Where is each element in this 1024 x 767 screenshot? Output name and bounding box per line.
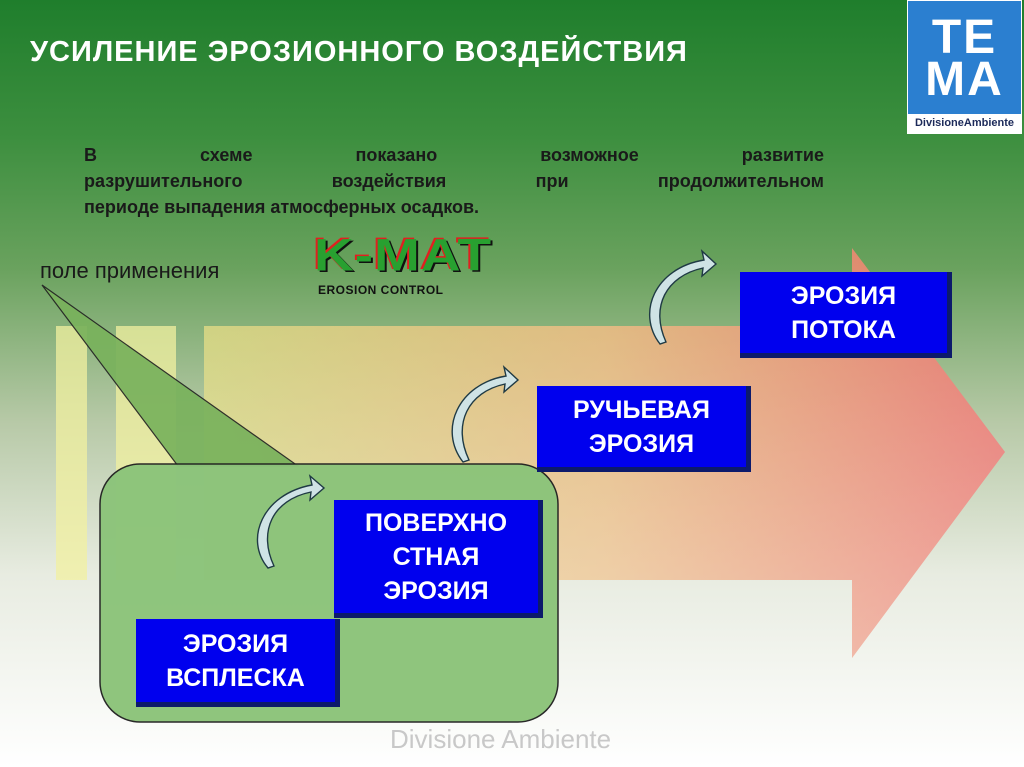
logo-line-2: MA — [925, 53, 1004, 106]
page-title: УСИЛЕНИЕ ЭРОЗИОННОГО ВОЗДЕЙСТВИЯ — [30, 36, 688, 68]
stripe-1 — [56, 326, 87, 580]
kmat-brand-subtitle: EROSION CONTROL — [318, 283, 444, 297]
stage-flow-erosion: ЭРОЗИЯ ПОТОКА — [740, 272, 952, 358]
description-line-3: периоде выпадения атмосферных осадков. — [84, 197, 480, 217]
curved-arrow-1-icon — [256, 474, 326, 569]
kmat-brand-logo: K-MAT — [314, 229, 493, 281]
description-line-2: разрушительного воздействия при продолжи… — [84, 171, 824, 191]
application-field-label: поле применения — [40, 258, 220, 283]
stage-splash-erosion: ЭРОЗИЯ ВСПЛЕСКА — [136, 619, 340, 707]
description-line-1: В схеме показано возможное развитие — [84, 145, 824, 165]
stage-surface-erosion: ПОВЕРХНО СТНАЯ ЭРОЗИЯ — [334, 500, 543, 618]
logo-line-1: TE — [931, 11, 998, 64]
footer-text: Divisione Ambiente — [390, 724, 612, 754]
tema-logo: TE MA DivisioneAmbiente — [907, 0, 1022, 134]
logo-subtitle: DivisioneAmbiente — [908, 114, 1021, 133]
curved-arrow-2-icon — [451, 364, 520, 463]
curved-arrow-3-icon — [649, 248, 718, 345]
stage-rill-erosion: РУЧЬЕВАЯ ЭРОЗИЯ — [537, 386, 751, 472]
